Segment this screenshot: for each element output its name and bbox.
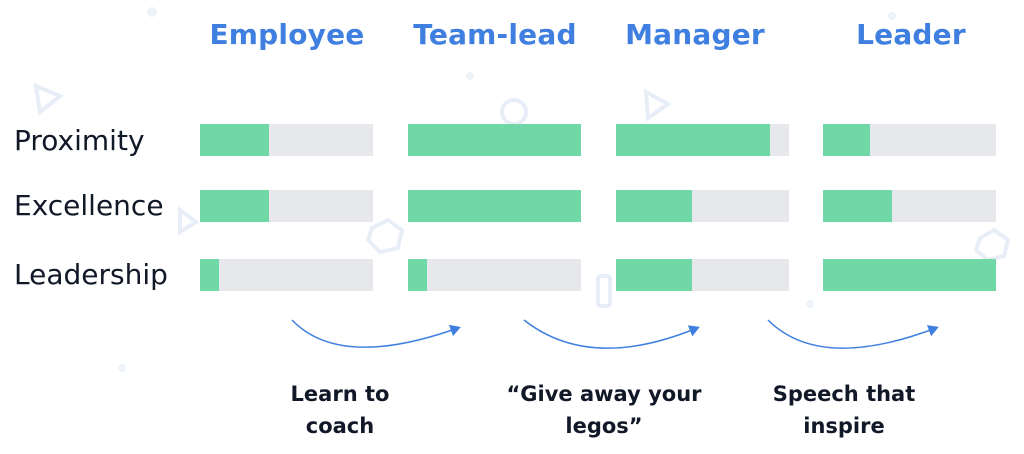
bar-employee-proximity	[200, 124, 373, 156]
bar-fill-manager-proximity	[616, 124, 770, 156]
transition-line-1: Speech that	[772, 382, 916, 406]
transition-label: Learn to coach	[235, 378, 445, 442]
column-title-leader: Leader	[856, 18, 966, 51]
bar-team-lead-excellence	[408, 190, 581, 222]
transition-label: Speech that inspire	[739, 378, 949, 442]
bar-team-lead-proximity	[408, 124, 581, 156]
bar-fill-employee-excellence	[200, 190, 270, 222]
bar-team-lead-leadership	[408, 259, 581, 291]
column-title-employee: Employee	[209, 18, 365, 51]
column-title-manager: Manager	[625, 18, 765, 51]
bar-fill-team-lead-proximity	[408, 124, 581, 156]
bar-fill-employee-proximity	[200, 124, 270, 156]
transition-label: “Give away your legos”	[499, 378, 709, 442]
triangle-deco-icon	[33, 82, 64, 116]
triangle-deco-icon	[643, 88, 672, 122]
row-label-proximity: Proximity	[14, 124, 145, 157]
dot-deco-icon	[147, 7, 157, 17]
hexagon-deco-icon	[973, 227, 1011, 263]
bar-leader-proximity	[823, 124, 996, 156]
curved-arrow-icon	[523, 319, 700, 349]
bar-fill-leader-excellence	[823, 190, 893, 222]
hexagon-deco-icon	[365, 217, 405, 255]
bar-fill-team-lead-excellence	[408, 190, 581, 222]
dot-deco-icon	[466, 72, 474, 80]
transition-line-1: “Give away your	[506, 382, 702, 406]
rect-deco-icon	[596, 274, 612, 308]
triangle-deco-icon	[178, 206, 200, 236]
transition-line-1: Learn to	[290, 382, 390, 406]
bar-manager-proximity	[616, 124, 789, 156]
bar-manager-leadership	[616, 259, 789, 291]
curved-arrow-icon	[291, 319, 461, 348]
dot-deco-icon	[806, 300, 814, 308]
bar-employee-leadership	[200, 259, 373, 291]
bar-fill-manager-leadership	[616, 259, 693, 291]
transition-line-2: inspire	[803, 414, 885, 438]
bar-leader-leadership	[823, 259, 996, 291]
transition-line-2: coach	[305, 414, 375, 438]
bar-fill-leader-proximity	[823, 124, 870, 156]
bar-fill-leader-leadership	[823, 259, 996, 291]
row-label-excellence: Excellence	[14, 189, 164, 222]
column-title-team-lead: Team-lead	[413, 18, 577, 51]
bar-leader-excellence	[823, 190, 996, 222]
bar-manager-excellence	[616, 190, 789, 222]
row-label-leadership: Leadership	[14, 258, 168, 291]
transition-line-2: legos”	[565, 414, 643, 438]
bar-fill-manager-excellence	[616, 190, 693, 222]
bar-fill-employee-leadership	[200, 259, 220, 291]
curved-arrow-icon	[767, 319, 939, 349]
dot-deco-icon	[118, 364, 126, 372]
bar-employee-excellence	[200, 190, 373, 222]
dot-deco-icon	[888, 12, 896, 20]
bar-fill-team-lead-leadership	[408, 259, 428, 291]
